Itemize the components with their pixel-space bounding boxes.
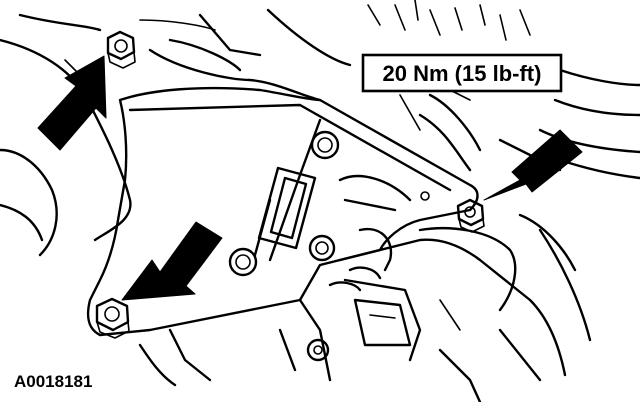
torque-label: 20 Nm (15 lb-ft) [383, 61, 542, 86]
mount-bracket [86, 86, 479, 337]
arrow-icon-bottom-left [121, 221, 223, 301]
arrow-icon-top-left [37, 55, 107, 151]
bolt-right [456, 198, 485, 233]
arrow-icon-right [483, 129, 583, 201]
bolt-bottom-left [95, 297, 130, 339]
lower-structure [138, 213, 592, 402]
figure-reference-id: A0018181 [14, 372, 92, 391]
background-contours [0, 0, 640, 257]
torque-callout: 20 Nm (15 lb-ft) [361, 53, 563, 93]
bolt-top-left [106, 30, 136, 69]
